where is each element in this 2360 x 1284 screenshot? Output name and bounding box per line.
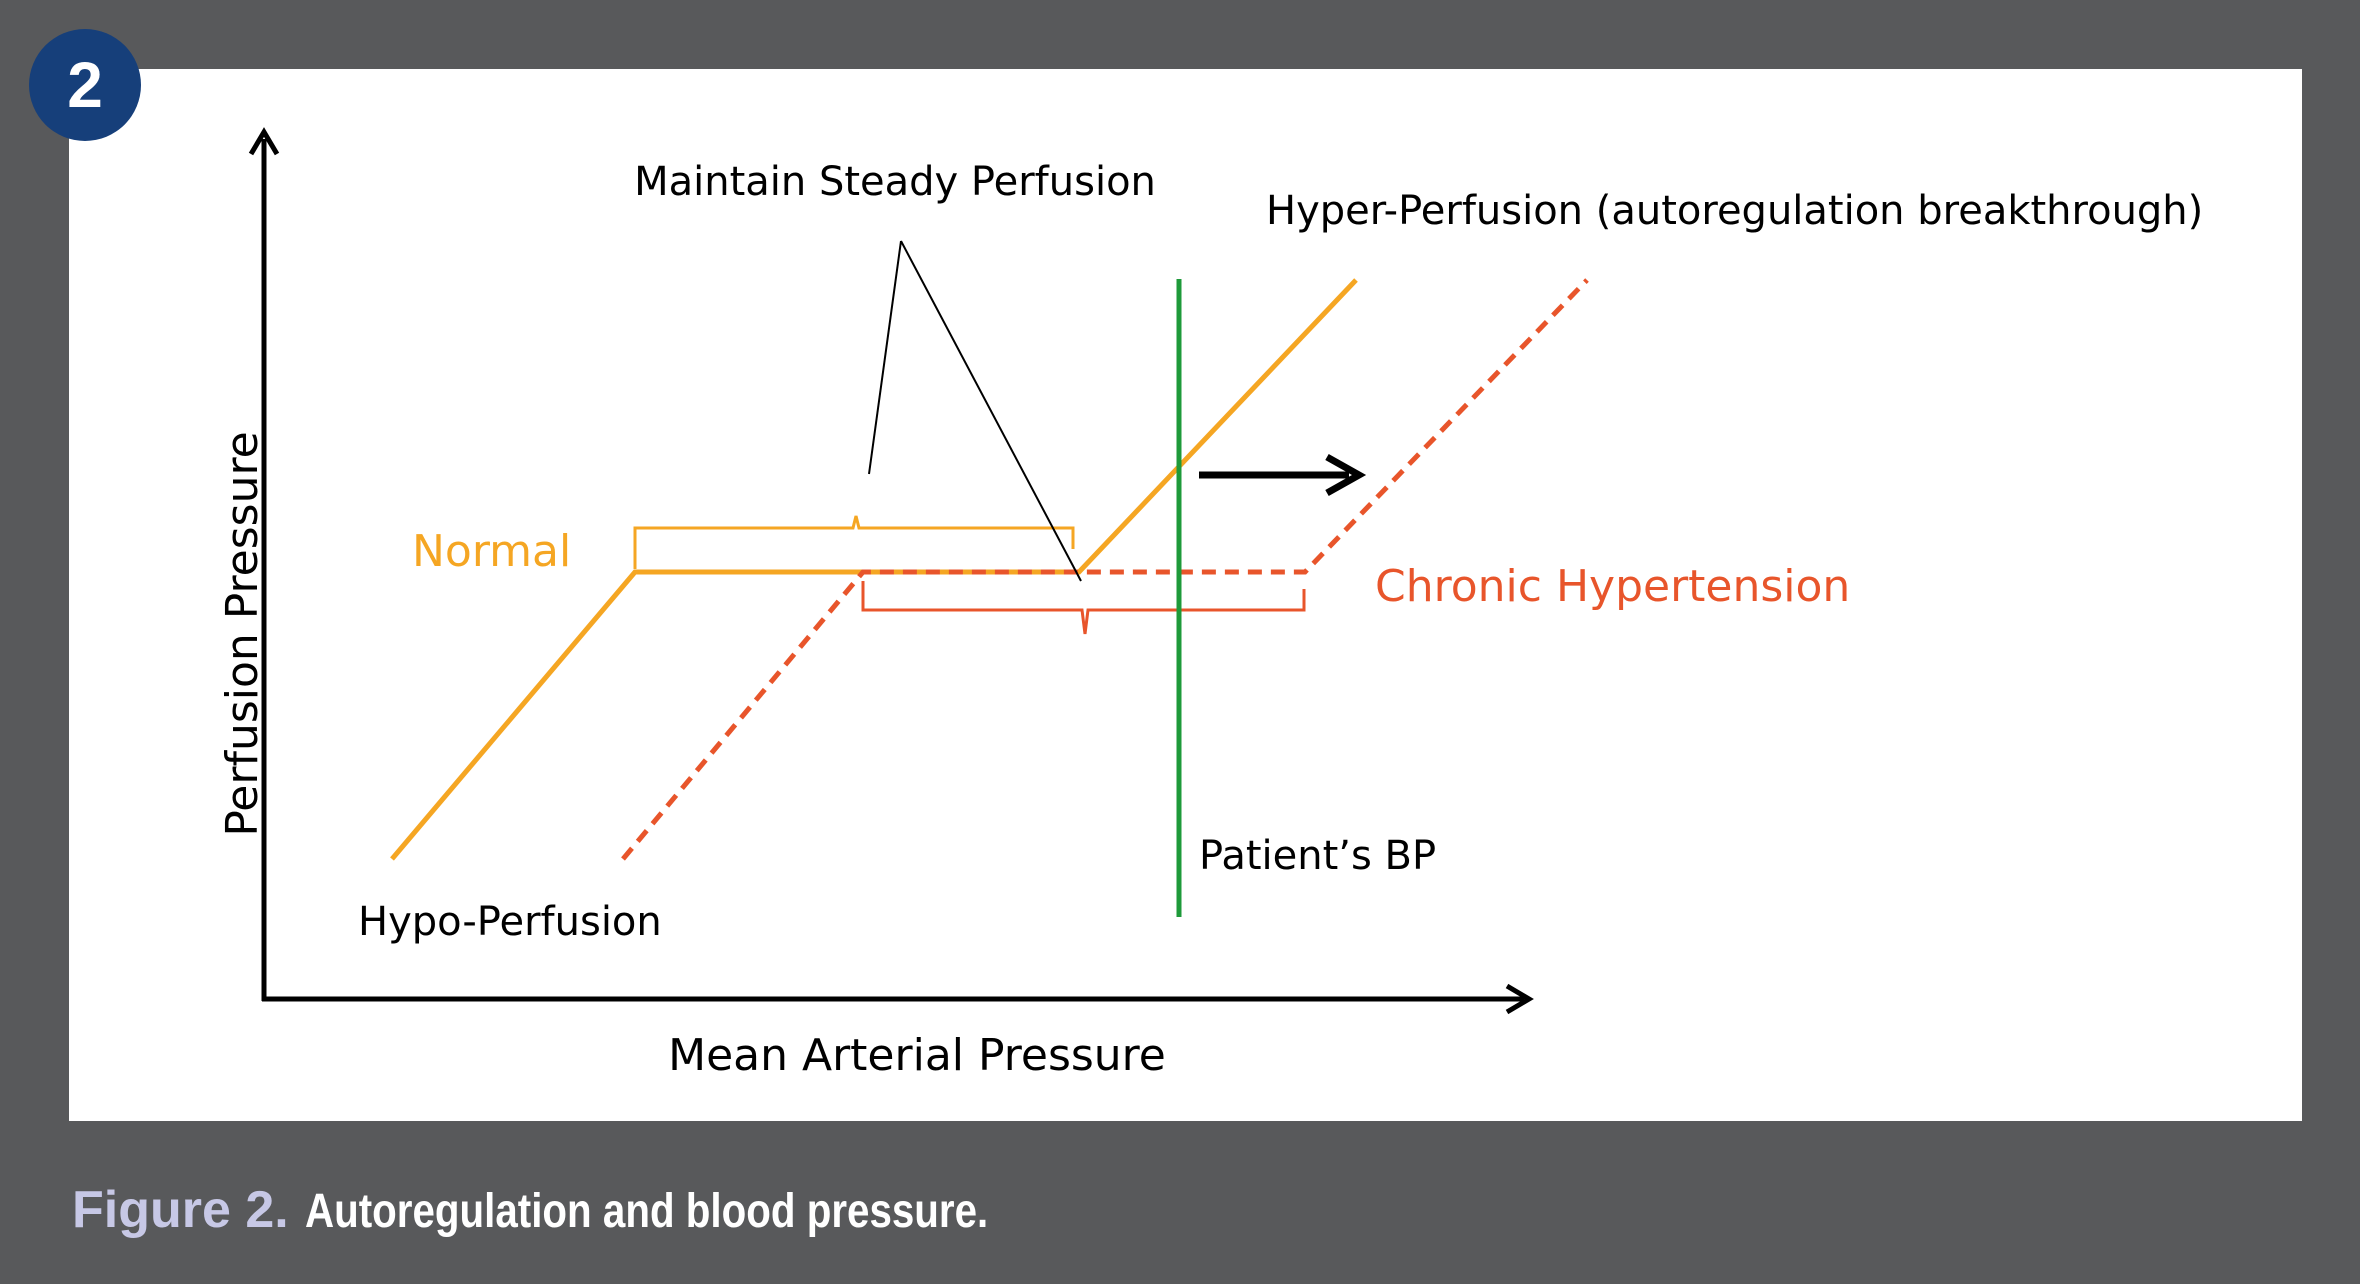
chronic-bracket (861, 581, 1306, 635)
hyper-perfusion-label: Hyper-Perfusion (autoregulation breakthr… (1266, 188, 2203, 234)
y-axis-arrow-icon (248, 127, 280, 156)
shift-arrow-head-icon (1325, 453, 1367, 497)
steady-pointer-right (900, 240, 1082, 582)
steady-perfusion-label: Maintain Steady Perfusion (634, 159, 1156, 205)
caption-label: Figure 2. (72, 1181, 289, 1239)
figure-caption: Figure 2. Autoregulation and blood press… (72, 1180, 1118, 1240)
hypo-perfusion-label: Hypo-Perfusion (358, 899, 662, 945)
chronic-hypertension-label: Chronic Hypertension (1375, 561, 1850, 612)
normal-label: Normal (412, 526, 571, 577)
normal-bracket (633, 515, 1075, 569)
caption-text: Autoregulation and blood pressure. (304, 1185, 988, 1238)
autoregulation-diagram: Perfusion Pressure Mean Arterial Pressur… (217, 127, 2203, 1081)
x-axis-arrow-icon (1505, 983, 1534, 1015)
chronic-hypertension-curve (621, 278, 1589, 861)
figure-panel: Perfusion Pressure Mean Arterial Pressur… (69, 69, 2302, 1121)
patient-bp-label: Patient’s BP (1199, 833, 1436, 879)
steady-pointer-left (868, 240, 902, 475)
figure-number: 2 (67, 49, 103, 121)
figure-number-badge: 2 (29, 29, 141, 141)
x-axis-label: Mean Arterial Pressure (668, 1030, 1166, 1081)
normal-curve (390, 278, 1358, 861)
y-axis-label: Perfusion Pressure (217, 431, 268, 836)
